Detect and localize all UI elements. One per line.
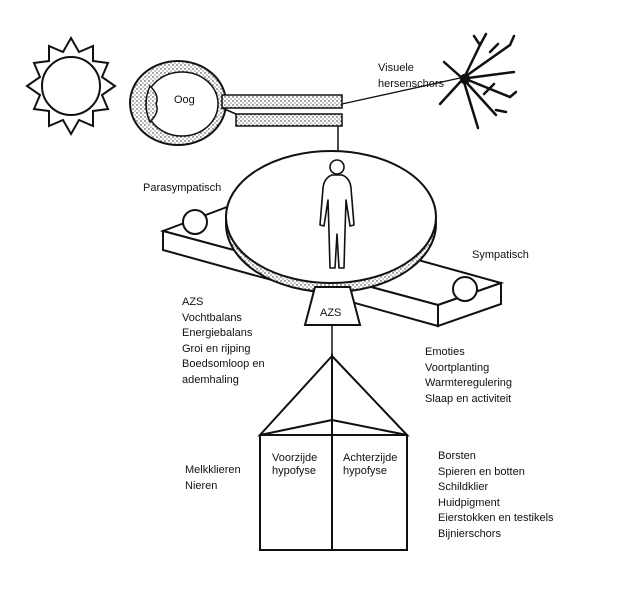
visual-cortex-label-line-2: hersenschors [378,77,445,90]
right-function-item: Slaap en activiteit [425,392,512,405]
left-function-item: Energiebalans [182,327,253,339]
left-function-item: Groi en rijping [182,342,251,355]
anterior-pituitary-label-line-2: hypofyse [272,465,317,477]
eye-icon [129,60,343,146]
neuron-icon [341,32,518,130]
left-function-item: Boedsomloop en [182,358,265,370]
anterior-target-item: Nieren [185,479,218,492]
anterior-targets-list: Melkklieren Nieren [185,463,241,494]
visual-cortex-label: Visuele hersenschors [378,61,444,92]
right-functions-list: Emoties Voortplanting Warmteregulering S… [425,345,512,407]
pituitary-house [257,353,410,551]
anterior-pituitary-label-line-1: Voorzijde [272,452,318,464]
left-function-item: AZS [182,296,204,308]
posterior-pituitary-label: Achterzijde hypofyse [343,452,397,478]
posterior-pituitary-label-line-2: hypofyse [343,465,388,477]
posterior-target-item: Borsten [438,450,476,462]
visual-cortex-label-line-1: Visuele [378,62,414,74]
fulcrum [303,286,362,326]
posterior-target-item: Bijnierschors [438,527,501,540]
right-function-item: Warmteregulering [425,377,513,389]
human-figure-icon [319,159,355,269]
sun-icon [25,35,117,137]
anterior-pituitary-label: Voorzijde hypofyse [272,452,317,478]
posterior-target-item: Eierstokken en testikels [438,512,554,524]
parasympathetic-weight [182,209,208,235]
posterior-target-item: Schildklier [438,481,489,493]
posterior-pituitary-label-line-1: Achterzijde [343,452,398,464]
left-functions-list: AZS Vochtbalans Energiebalans Groi en ri… [182,295,265,388]
eye-label: Oog [174,94,195,106]
right-function-item: Emoties [425,346,465,358]
left-function-item: Vochtbalans [182,311,242,324]
fulcrum-label: AZS [320,307,342,319]
posterior-target-item: Huidpigment [438,496,500,509]
sympathetic-label: Sympatisch [472,249,529,261]
left-function-item: ademhaling [182,373,239,386]
anterior-target-item: Melkklieren [185,464,241,476]
posterior-targets-list: Borsten Spieren en botten Schildklier Hu… [438,449,554,542]
right-function-item: Voortplanting [425,361,490,374]
posterior-target-item: Spieren en botten [438,465,525,478]
parasympathetic-label: Parasympatisch [143,182,222,194]
sympathetic-weight [452,276,478,302]
